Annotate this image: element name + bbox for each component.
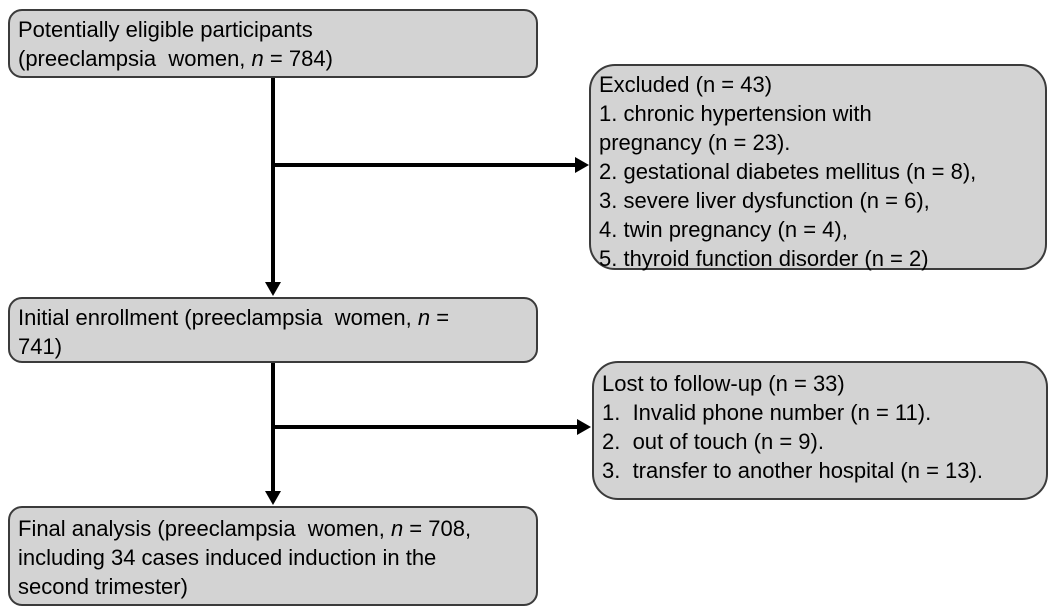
box-lost-to-follow-up: Lost to follow-up (n = 33) 1. Invalid ph…	[592, 361, 1048, 500]
enrollment-line-1: Initial enrollment (preeclampsia women, …	[18, 303, 528, 332]
excluded-item: 5. thyroid function disorder (n = 2)	[599, 246, 929, 271]
enrollment-line-2: 741)	[18, 334, 63, 359]
text-segment: = 708,	[403, 516, 472, 541]
excluded-item: 3. severe liver dysfunction (n = 6),	[599, 188, 930, 213]
excluded-title: Excluded (n = 43)	[599, 72, 773, 97]
lost-item: 2. out of touch (n = 9).	[602, 429, 824, 454]
excluded-item: 2. gestational diabetes mellitus (n = 8)…	[599, 159, 977, 184]
box-initial-enrollment: Initial enrollment (preeclampsia women, …	[8, 297, 538, 363]
excluded-item: 1. chronic hypertension with	[599, 101, 872, 126]
final-line-1: Final analysis (preeclampsia women, n = …	[18, 514, 528, 543]
text-segment: Initial enrollment (preeclampsia women,	[18, 305, 418, 330]
text-segment: =	[430, 305, 450, 330]
italic-n: n	[390, 516, 404, 541]
final-line-2: including 34 cases induced induction in …	[18, 545, 437, 570]
eligible-line-1: Potentially eligible participants	[18, 17, 313, 42]
box-potentially-eligible: Potentially eligible participants (preec…	[8, 9, 538, 78]
lost-item: 3. transfer to another hospital (n = 13)…	[602, 458, 983, 483]
arrow-branch-to-lost	[271, 419, 591, 435]
final-line-3: second trimester)	[18, 574, 188, 599]
arrow-enrollment-to-final	[265, 363, 281, 505]
italic-n: n	[251, 46, 264, 71]
excluded-item: 4. twin pregnancy (n = 4),	[599, 217, 848, 242]
lost-item: 1. Invalid phone number (n = 11).	[602, 400, 932, 425]
arrow-eligible-to-enrollment	[265, 78, 281, 296]
box-final-analysis: Final analysis (preeclampsia women, n = …	[8, 506, 538, 606]
text-segment: Final analysis (preeclampsia women,	[18, 516, 391, 541]
italic-n: n	[417, 305, 431, 330]
text-segment: = 784)	[263, 46, 333, 71]
box-excluded: Excluded (n = 43) 1. chronic hypertensio…	[589, 64, 1047, 271]
eligible-line-2: (preeclampsia women, n = 784)	[18, 44, 528, 73]
excluded-item-continuation: pregnancy (n = 23).	[599, 130, 791, 155]
arrow-branch-to-excluded	[271, 157, 589, 173]
text-segment: (preeclampsia women,	[18, 46, 252, 71]
lost-title: Lost to follow-up (n = 33)	[602, 371, 845, 396]
